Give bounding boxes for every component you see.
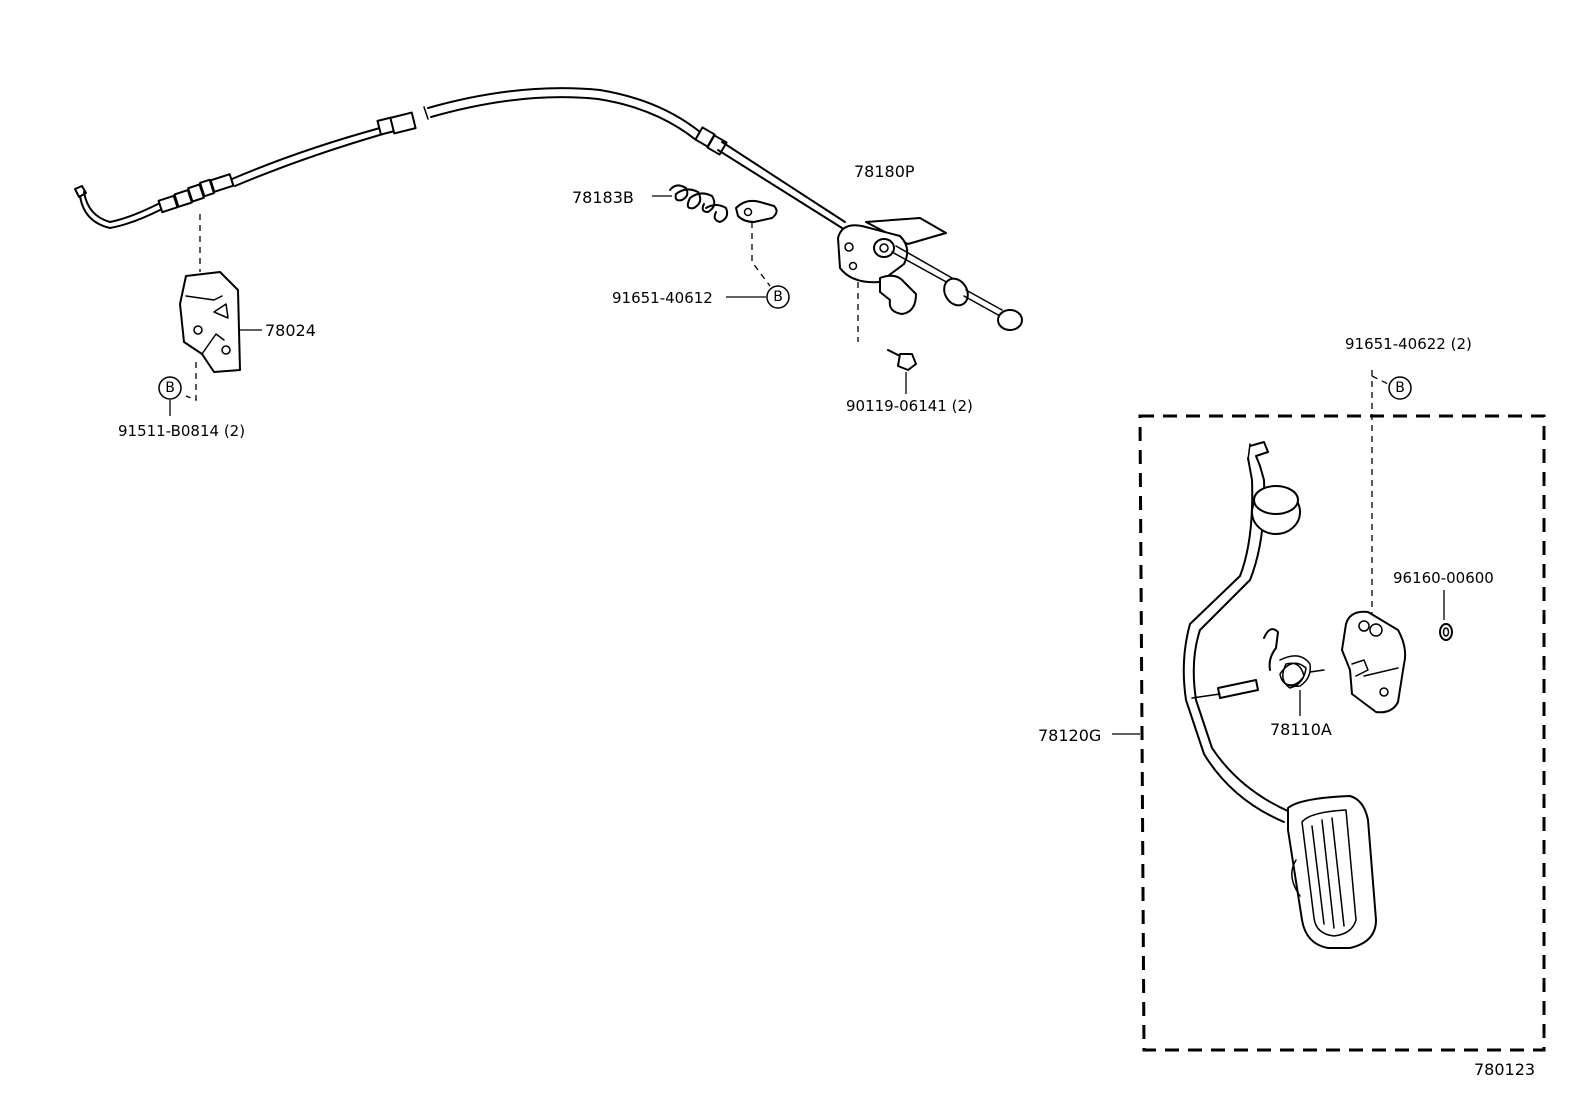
retainer-clip-marker: B — [726, 285, 790, 309]
label-spring: 78110A — [1270, 720, 1332, 739]
bracket-bolt-marker: B — [158, 376, 182, 416]
label-bushing: 96160-00600 — [1393, 569, 1494, 587]
pedal-bushing — [1439, 590, 1453, 641]
pedal-bracket-plate — [1341, 610, 1407, 714]
cable-bracket-assembly — [837, 217, 1023, 342]
marker-b-bracket: B — [165, 380, 175, 396]
marker-b-retainer: B — [773, 289, 783, 305]
label-cable-bolt: 90119-06141 (2) — [846, 397, 973, 415]
label-retainer: 78183B — [572, 188, 634, 207]
pedal-bracket — [179, 214, 262, 401]
pedal-clip-marker: B — [1371, 370, 1412, 618]
pedal-return-spring — [1263, 628, 1325, 716]
label-bracket: 78024 — [265, 321, 316, 340]
label-pedal-clip: 91651-40622 (2) — [1345, 335, 1472, 353]
label-diagram-number: 780123 — [1474, 1060, 1535, 1079]
marker-b-pedal: B — [1395, 380, 1405, 396]
label-retainer-clip: 91651-40612 — [612, 289, 713, 307]
cable-bolt — [887, 349, 917, 394]
accelerator-cable — [74, 87, 846, 229]
cable-retainer — [652, 184, 778, 287]
label-bracket-bolt: 91511-B0814 (2) — [118, 422, 245, 440]
label-pedal-assy: 78120G — [1038, 726, 1101, 745]
accelerator-pedal — [1182, 441, 1377, 949]
pedal-assembly-box — [1112, 414, 1546, 1052]
label-cable: 78180P — [854, 162, 915, 181]
